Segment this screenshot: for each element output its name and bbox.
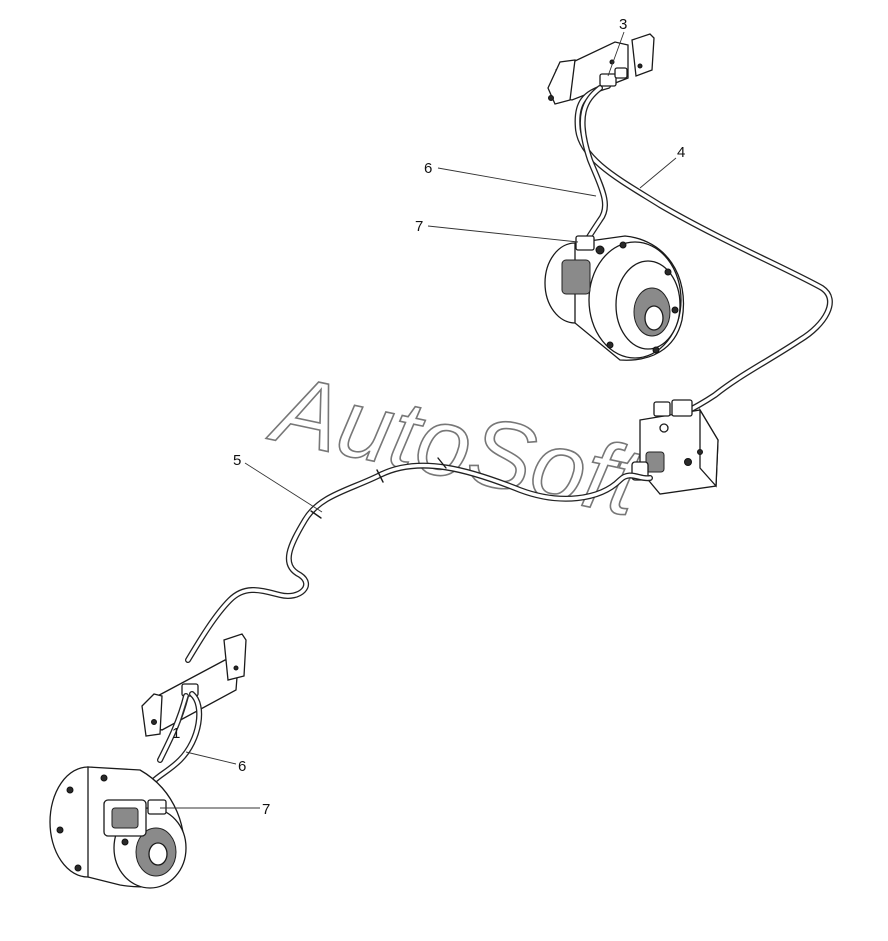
- callout-3: 3: [619, 16, 627, 33]
- callout-1: 1: [172, 725, 180, 742]
- leader-lines: [160, 31, 677, 809]
- callout-5: 5: [233, 452, 241, 469]
- callouts: 3 4 6 7 5 1 6 7: [172, 16, 685, 818]
- lower-drive-motor: [49, 766, 187, 889]
- callout-4: 4: [677, 144, 685, 161]
- callout-7-upper: 7: [415, 218, 423, 235]
- callout-6-upper: 6: [424, 160, 432, 177]
- upper-bracket: [547, 33, 655, 105]
- valve-block: [631, 399, 719, 495]
- watermark: AutoSoft: [261, 354, 652, 537]
- upper-drive-motor: [544, 235, 684, 361]
- upper-hoses: [574, 67, 833, 417]
- long-hose: [185, 457, 653, 663]
- callout-6-lower: 6: [238, 758, 246, 775]
- callout-7-lower: 7: [262, 801, 270, 818]
